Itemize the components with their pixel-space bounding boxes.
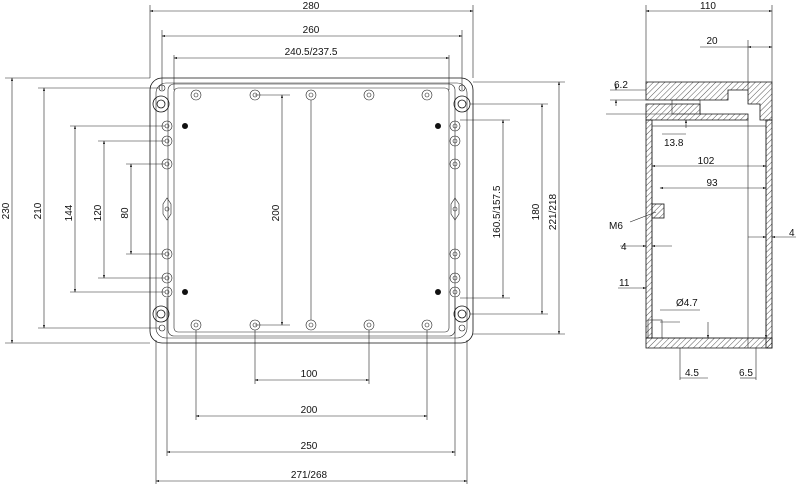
left-screw-column xyxy=(161,120,188,298)
dim-180: 180 xyxy=(531,203,542,220)
dim-4-5: 4.5 xyxy=(685,368,699,379)
dim-144: 144 xyxy=(64,204,75,221)
dim-230: 230 xyxy=(1,202,12,219)
bottom-screw-row xyxy=(190,319,433,331)
dim-diameter-4-7: Ø4.7 xyxy=(676,298,698,309)
dim-11: 11 xyxy=(619,278,630,289)
dim-160-5-157-5: 160.5/157.5 xyxy=(492,185,503,238)
lid-inner-outline xyxy=(173,87,450,333)
dim-m6: M6 xyxy=(609,221,623,232)
body-bottom-wall xyxy=(645,337,773,349)
front-view: 280 260 240.5/237.5 230 210 144 120 80 2… xyxy=(1,1,565,484)
dim-240-5-237-5: 240.5/237.5 xyxy=(285,47,338,58)
dim-200-horizontal: 200 xyxy=(301,405,318,416)
dim-6-5: 6.5 xyxy=(739,368,753,379)
dim-280: 280 xyxy=(303,1,320,12)
right-screw-column xyxy=(435,120,461,298)
dim-110: 110 xyxy=(700,1,716,12)
dim-102: 102 xyxy=(698,156,715,167)
body-left-wall xyxy=(645,119,653,339)
lid-seal-outline xyxy=(167,83,456,337)
dim-93: 93 xyxy=(706,178,718,189)
dim-6-2: 6.2 xyxy=(614,80,628,91)
dim-80: 80 xyxy=(120,207,131,219)
dim-210: 210 xyxy=(33,202,44,219)
dim-200-vertical: 200 xyxy=(271,204,282,221)
enclosure-outline xyxy=(149,77,474,344)
dim-120: 120 xyxy=(93,204,104,221)
dim-20: 20 xyxy=(706,36,718,47)
side-view: 110 20 6.2 13.8 102 93 M6 4 4 11 xyxy=(606,1,796,380)
body-right-wall xyxy=(765,119,773,349)
corner-bosses xyxy=(152,84,471,332)
lid-section xyxy=(645,81,773,121)
top-screw-row xyxy=(190,89,433,101)
dim-4-left: 4 xyxy=(621,242,627,253)
dim-4-right: 4 xyxy=(789,228,795,239)
enclosure-flange xyxy=(155,82,468,339)
dim-100: 100 xyxy=(301,369,318,380)
dim-13-8: 13.8 xyxy=(664,138,684,149)
dim-271-268: 271/268 xyxy=(291,470,328,481)
dim-221-218: 221/218 xyxy=(548,193,559,230)
dim-250: 250 xyxy=(301,441,318,452)
dim-260: 260 xyxy=(303,25,320,36)
